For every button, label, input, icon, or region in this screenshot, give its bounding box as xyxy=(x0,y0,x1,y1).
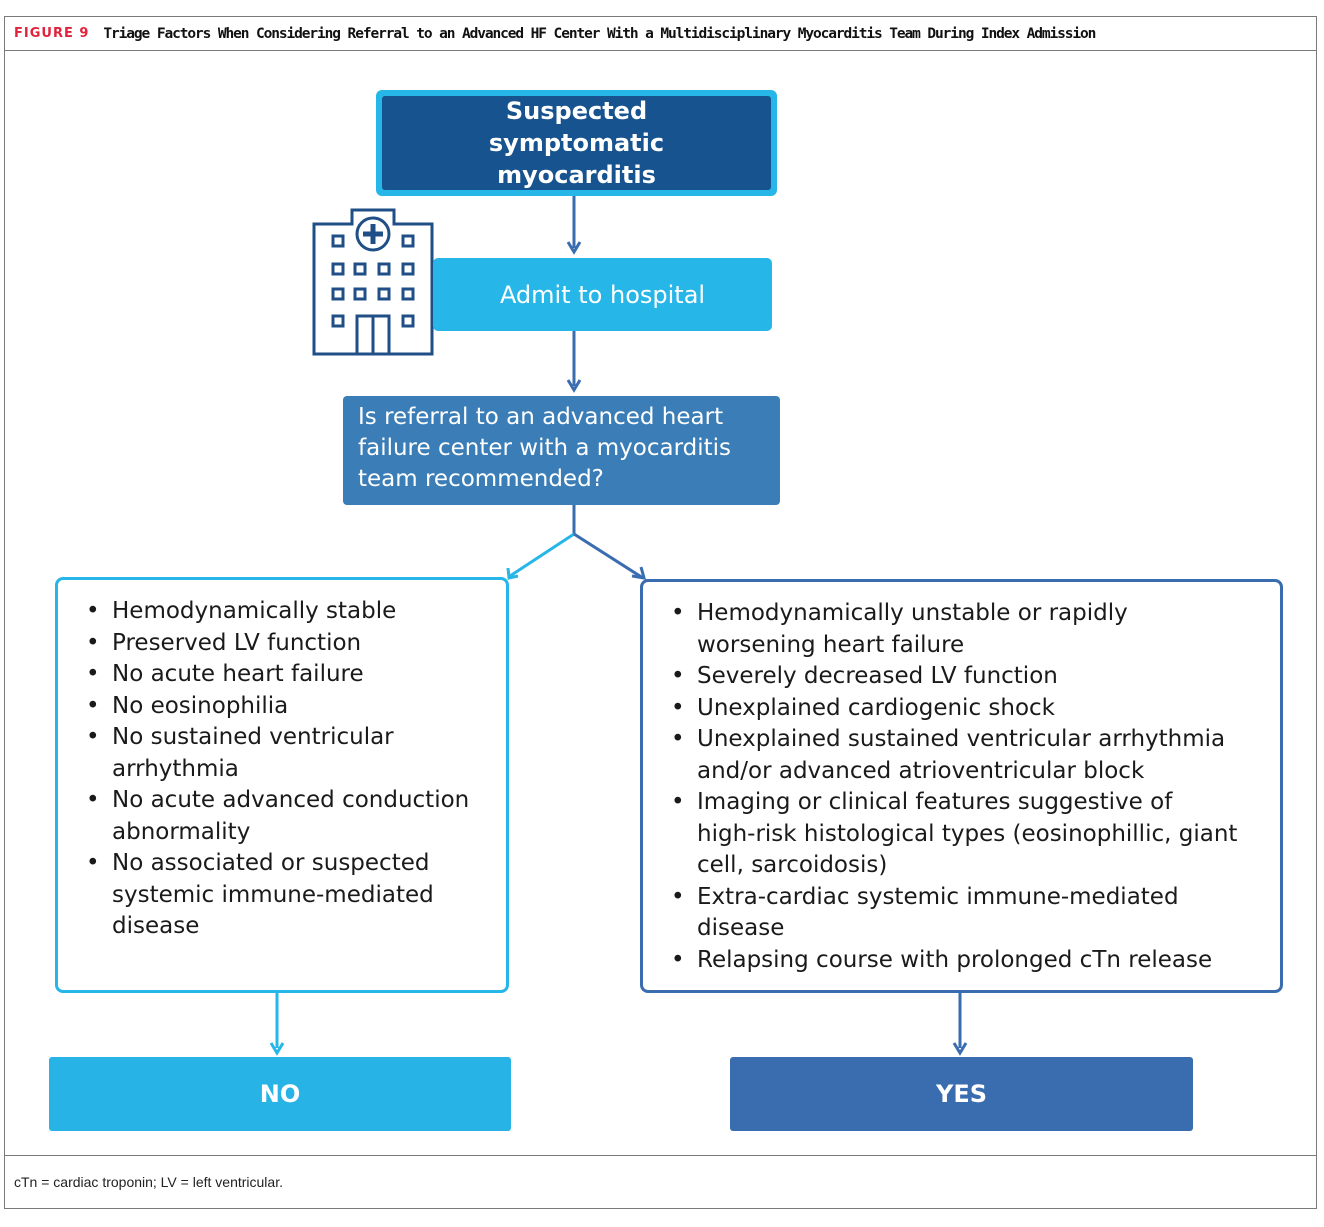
start-node-text: Suspected symptomatic myocarditis xyxy=(488,97,665,189)
bullet-icon: • xyxy=(86,692,100,719)
criteria-item: • Preserved LV function xyxy=(68,628,496,660)
yes-criteria-box: • Hemodynamically unstable or rapidly wors… xyxy=(640,579,1283,993)
bullet-icon: • xyxy=(671,789,685,815)
criteria-text-line: worsening heart failure xyxy=(697,631,965,658)
criteria-text-line: systemic immune-mediated xyxy=(112,881,434,908)
criteria-item: • Hemodynamically unstable or rapidly wors… xyxy=(653,598,1270,661)
bullet-icon: • xyxy=(671,694,685,721)
no-criteria-list: • Hemodynamically stable • Preserved LV fun… xyxy=(68,596,496,943)
no-outcome-node: NO xyxy=(49,1057,511,1131)
bullet-icon: • xyxy=(671,946,685,973)
admit-node-text: Admit to hospital xyxy=(499,280,706,309)
question-node: Is referral to an advanced heart failure… xyxy=(343,396,780,505)
criteria-text-line: Extra-cardiac systemic immune-mediated xyxy=(697,883,1179,910)
criteria-text-line: abnormality xyxy=(112,818,251,845)
criteria-item: • Imaging or clinical features suggestive… xyxy=(653,787,1270,882)
arrowhead-no xyxy=(269,1042,285,1056)
bullet-icon: • xyxy=(86,598,100,624)
criteria-text-line: Severely decreased LV function xyxy=(697,663,1058,689)
figure-title: Triage Factors When Considering Referral… xyxy=(103,25,1096,42)
criteria-text-line: No acute heart failure xyxy=(112,661,364,687)
no-outcome-label: NO xyxy=(259,1080,301,1108)
figure-label: FIGURE 9 xyxy=(14,26,90,41)
criteria-text-line: No sustained ventricular xyxy=(112,724,394,750)
start-node-inner: Suspected symptomatic myocarditis xyxy=(382,96,771,190)
connector-branch-no xyxy=(509,532,575,578)
criteria-text-line: disease xyxy=(697,915,785,941)
criteria-text-line: Unexplained cardiogenic shock xyxy=(697,694,1056,721)
criteria-item: • Hemodynamically stable xyxy=(68,596,496,628)
criteria-text-line: Hemodynamically unstable or rapidly xyxy=(697,600,1128,626)
bullet-icon: • xyxy=(86,724,100,750)
criteria-text-line: No associated or suspected xyxy=(112,850,430,876)
yes-outcome-node: YES xyxy=(730,1057,1193,1131)
admit-node: Admit to hospital xyxy=(433,258,772,331)
yes-outcome-label: YES xyxy=(935,1080,988,1108)
criteria-item: • Unexplained sustained ventricular arrhy… xyxy=(653,724,1270,787)
yes-criteria-list: • Hemodynamically unstable or rapidly wors… xyxy=(653,598,1270,976)
bullet-icon: • xyxy=(86,850,100,876)
bullet-icon: • xyxy=(86,629,100,656)
criteria-item: • No acute heart failure xyxy=(68,659,496,691)
question-node-text: Is referral to an advanced heart failure… xyxy=(358,404,732,492)
criteria-item: • No associated or suspected systemic immu… xyxy=(68,848,496,943)
criteria-text-line: Preserved LV function xyxy=(112,629,362,656)
figure-header: FIGURE 9 Triage Factors When Considering… xyxy=(5,17,1316,51)
bullet-icon: • xyxy=(671,883,685,910)
arrowhead-branch-yes xyxy=(631,566,647,580)
criteria-text-line: Unexplained sustained ventricular arrhyt… xyxy=(697,726,1226,752)
arrowhead-question xyxy=(566,379,582,393)
figure-caption-area: cTn = cardiac troponin; LV = left ventri… xyxy=(5,1155,1316,1210)
criteria-text-line: Hemodynamically stable xyxy=(112,598,397,624)
criteria-item: • Severely decreased LV function xyxy=(653,661,1270,693)
criteria-item: • Relapsing course with prolonged cTn rel… xyxy=(653,945,1270,977)
criteria-text-line: and/or advanced atrioventricular block xyxy=(697,757,1145,784)
bullet-icon: • xyxy=(671,600,685,626)
bullet-icon: • xyxy=(671,726,685,752)
criteria-text-line: Relapsing course with prolonged cTn rele… xyxy=(697,946,1213,973)
arrowhead-branch-no xyxy=(506,567,519,580)
figure-caption: cTn = cardiac troponin; LV = left ventri… xyxy=(14,1174,283,1190)
bullet-icon: • xyxy=(86,787,100,813)
arrowhead-admit xyxy=(566,241,582,255)
criteria-item: • No sustained ventricular arrhythmia xyxy=(68,722,496,785)
criteria-text-line: cell, sarcoidosis) xyxy=(697,852,888,878)
arrowhead-yes xyxy=(952,1042,968,1056)
criteria-text-line: Imaging or clinical features suggestive … xyxy=(697,789,1173,815)
connector-branch-yes xyxy=(573,532,644,580)
criteria-text-line: high-risk histological types (eosinophil… xyxy=(697,820,1238,847)
criteria-text-line: No eosinophilia xyxy=(112,692,289,719)
criteria-text-line: No acute advanced conduction xyxy=(112,787,470,813)
bullet-icon: • xyxy=(86,661,100,687)
bullet-icon: • xyxy=(671,663,685,689)
start-node: Suspected symptomatic myocarditis xyxy=(376,90,777,196)
criteria-text-line: disease xyxy=(112,913,200,939)
criteria-item: • Extra-cardiac systemic immune-mediated d… xyxy=(653,882,1270,945)
criteria-item: • No eosinophilia xyxy=(68,691,496,723)
no-criteria-box: • Hemodynamically stable • Preserved LV fun… xyxy=(55,577,509,993)
criteria-item: • No acute advanced conduction abnormality xyxy=(68,785,496,848)
hospital-building-icon xyxy=(312,208,434,356)
figure-frame: FIGURE 9 Triage Factors When Considering… xyxy=(4,16,1317,1209)
criteria-item: • Unexplained cardiogenic shock xyxy=(653,693,1270,725)
criteria-text-line: arrhythmia xyxy=(112,755,239,782)
